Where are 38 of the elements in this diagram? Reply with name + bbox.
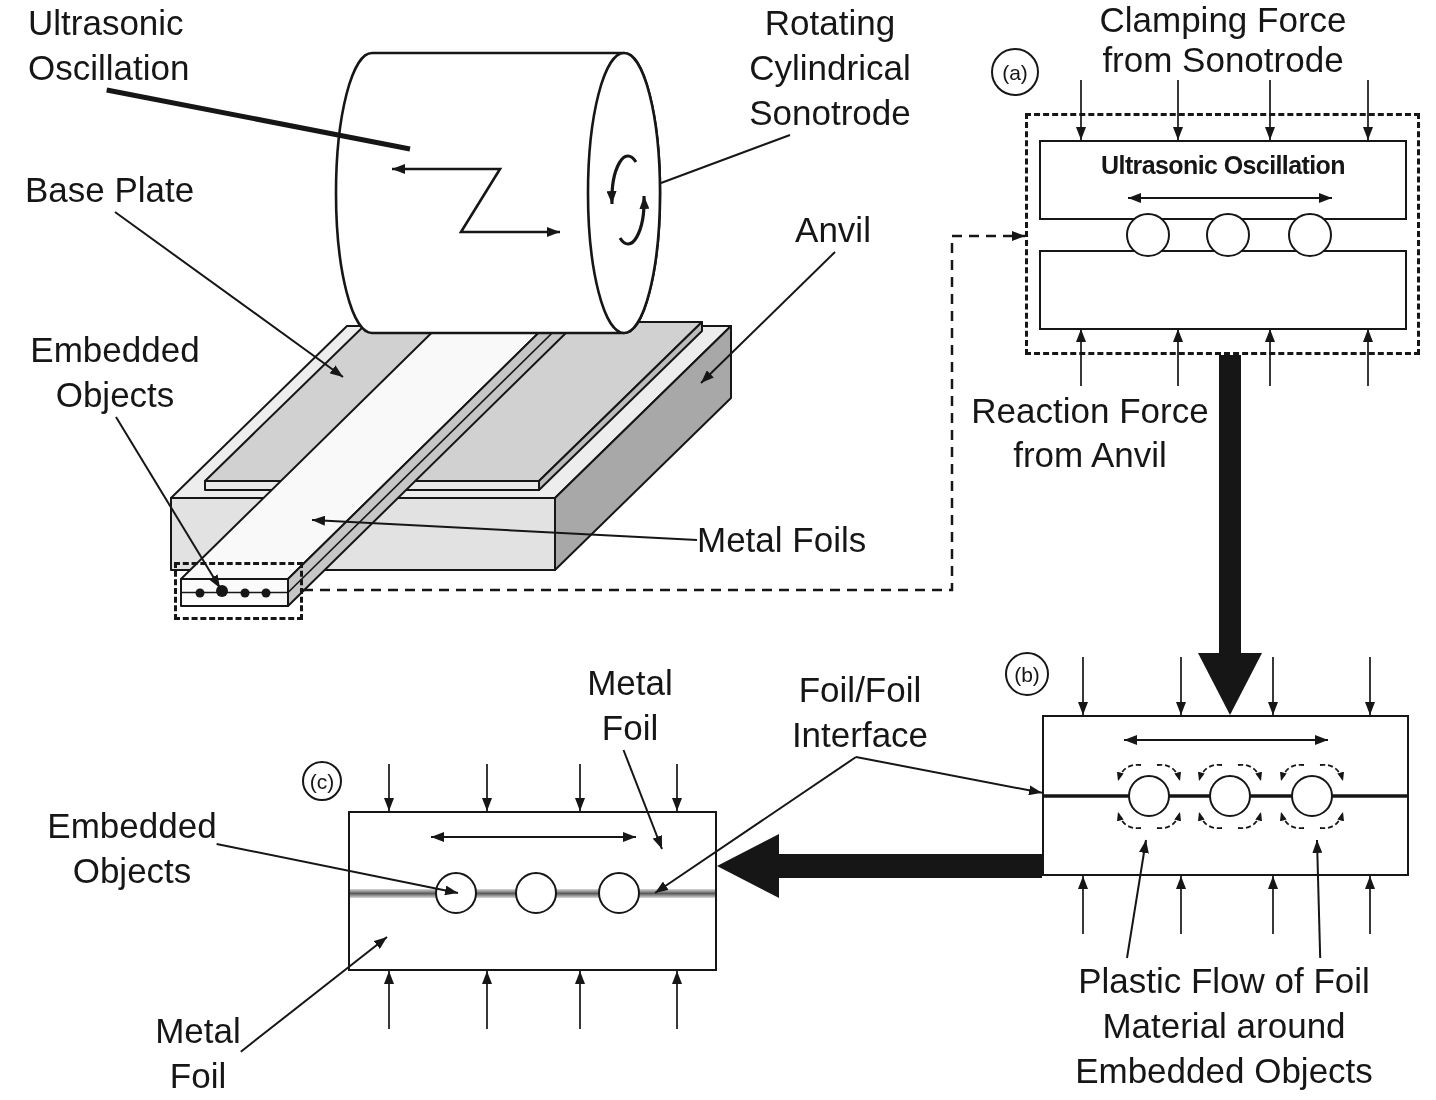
leader-line: [660, 134, 791, 184]
leader-line: [239, 936, 388, 1053]
dashed-detail-frame: [174, 562, 303, 620]
foil-cross-section: [1042, 715, 1409, 876]
block-arrow: [1198, 355, 1262, 715]
leader-line: [215, 842, 459, 896]
callout-label: Plastic Flow of Foil Material around Embedded Objects: [1072, 958, 1376, 1093]
leader-line: [1126, 839, 1149, 959]
callout-label: Ultrasonic Oscillation: [28, 0, 190, 90]
foil-layer: [1039, 250, 1407, 330]
force-label: Reaction Force from Anvil: [971, 390, 1209, 476]
leader-line: [115, 416, 221, 589]
callout-label: Rotating Cylindrical Sonotrode: [749, 0, 911, 135]
callout-label: Embedded Objects: [30, 327, 200, 417]
dashed-connector: [303, 231, 1025, 592]
circled-panel-label: (a): [991, 48, 1039, 96]
foil-layer: [1039, 140, 1407, 220]
leader-line: [855, 756, 1043, 796]
callout-label: Metal Foil: [155, 1008, 241, 1098]
leader-line: [654, 756, 857, 894]
callout-label: Anvil: [795, 207, 871, 252]
callout-label: Metal Foils: [697, 517, 867, 562]
leader-line: [622, 749, 663, 850]
oscillation-label: Ultrasonic Oscillation: [1101, 150, 1345, 180]
circled-panel-label: (b): [1005, 652, 1049, 696]
foil-cross-section: [348, 811, 717, 971]
dashed-detail-frame: [1025, 113, 1420, 355]
force-label: Clamping Force from Sonotrode: [1098, 0, 1348, 80]
block-arrow: [717, 834, 1042, 898]
callout-label: Embedded Objects: [47, 803, 217, 893]
leader-line: [106, 87, 411, 152]
leader-line: [114, 211, 344, 378]
callout-label: Base Plate: [25, 167, 195, 212]
circled-panel-label: (c): [302, 761, 342, 801]
callout-label: Metal Foil: [587, 660, 673, 750]
callout-label: Foil/Foil Interface: [787, 667, 933, 757]
leader-line: [311, 515, 698, 541]
leader-line: [1312, 839, 1323, 959]
